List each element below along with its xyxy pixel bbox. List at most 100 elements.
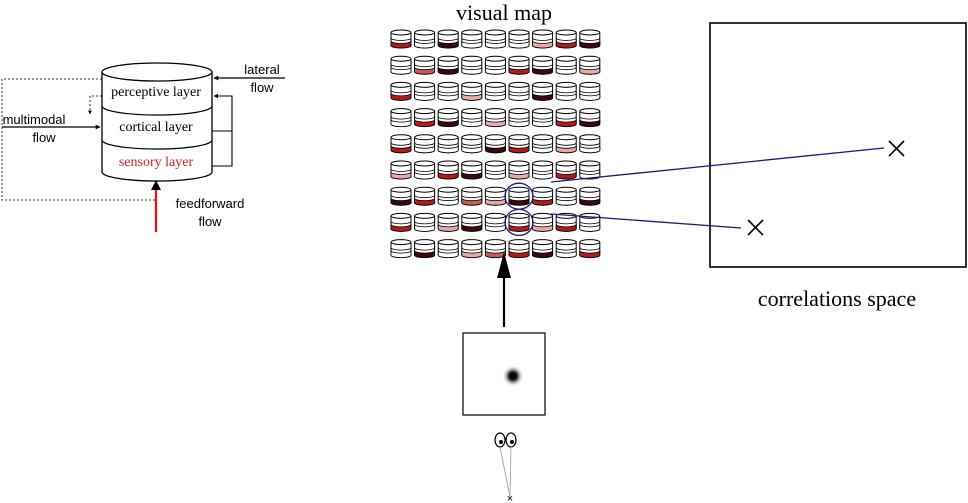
map-cell [461,55,483,75]
map-cell [579,160,601,180]
map-cell [414,212,436,232]
map-cell [579,108,601,128]
map-cell [461,212,483,232]
map-cell [437,55,459,75]
map-cell [437,160,459,180]
feedforward-arrowhead [151,180,161,190]
map-cell [555,55,577,75]
multimodal-flow-label-line1: multimodal [3,112,66,127]
map-cell [555,160,577,180]
cortical-layer-label: cortical layer [119,120,193,135]
correlations-space-frame [709,22,967,268]
map-cell [508,160,530,180]
layer-cylinder [101,72,213,182]
correlations-space: correlations space [550,22,967,311]
map-cell [484,186,506,206]
map-cell [508,108,530,128]
lateral-flow-label-line1: lateral [244,62,280,77]
map-cell [390,108,412,128]
map-cell [532,55,554,75]
feedforward-flow-label-line2: flow [198,214,222,229]
map-cell [579,81,601,101]
lateral-flow-label-line2: flow [250,80,274,95]
map-cell [532,29,554,49]
map-cell [437,29,459,49]
map-cell [414,134,436,154]
correlation-link-1 [550,147,885,183]
map-cell [461,239,483,259]
map-cell [414,186,436,206]
map-cell [390,55,412,75]
map-cell [390,160,412,180]
map-cell [532,81,554,101]
feedforward-flow-label-line1: feedforward [176,196,245,211]
map-cell [484,55,506,75]
map-cell [579,29,601,49]
map-cell [461,81,483,101]
correlation-point-1 [888,140,905,157]
map-cell [508,134,530,154]
map-cell [579,55,601,75]
highlight-circle [504,208,534,237]
map-cell [390,81,412,101]
map-cell [508,212,530,232]
map-cell [414,81,436,101]
map-cell [390,186,412,206]
visual-map: visual map × [390,0,601,503]
map-cell [532,134,554,154]
map-cell [390,29,412,49]
map-cell [390,134,412,154]
map-cell [555,134,577,154]
map-cell [414,55,436,75]
map-cell [532,186,554,206]
map-cell [461,134,483,154]
map-cell [508,29,530,49]
map-cell [390,212,412,232]
map-cell [555,108,577,128]
layer-cylinder-top [101,62,213,82]
map-cell [414,29,436,49]
input-to-map-arrowhead [497,252,511,278]
map-cell [484,160,506,180]
map-cell [484,239,506,259]
correlation-link-2 [550,213,742,229]
map-cell [532,160,554,180]
map-cell [484,134,506,154]
map-cell [532,108,554,128]
map-cell [508,239,530,259]
map-cell [437,186,459,206]
map-cell [579,186,601,206]
map-cell [484,29,506,49]
map-cell [461,186,483,206]
map-cell [508,81,530,101]
fixation-cross: × [507,493,513,503]
map-cell [508,55,530,75]
visual-map-grid [390,29,601,259]
map-cell [508,186,530,206]
map-cell [461,160,483,180]
map-cell [555,186,577,206]
layer-divider-2 [101,139,213,150]
map-cell [532,212,554,232]
map-cell [579,134,601,154]
map-cell [414,108,436,128]
map-cell [461,29,483,49]
layer-model: perceptive layer cortical layer sensory … [1,62,285,232]
layer-divider-1 [101,105,213,116]
map-cell [555,81,577,101]
map-cell [579,212,601,232]
map-cell [532,239,554,259]
map-cell [555,239,577,259]
map-cell [437,239,459,259]
inner-dotted-arrow [88,95,102,115]
map-cell [579,239,601,259]
map-cell [414,160,436,180]
visual-map-title: visual map [456,0,552,25]
map-cell [484,108,506,128]
feedback-loop-dotted [1,78,155,201]
multimodal-flow-label-line2: flow [32,130,56,145]
eyes-icon [494,432,517,498]
map-cell [484,212,506,232]
perceptive-layer-label: perceptive layer [111,85,201,100]
